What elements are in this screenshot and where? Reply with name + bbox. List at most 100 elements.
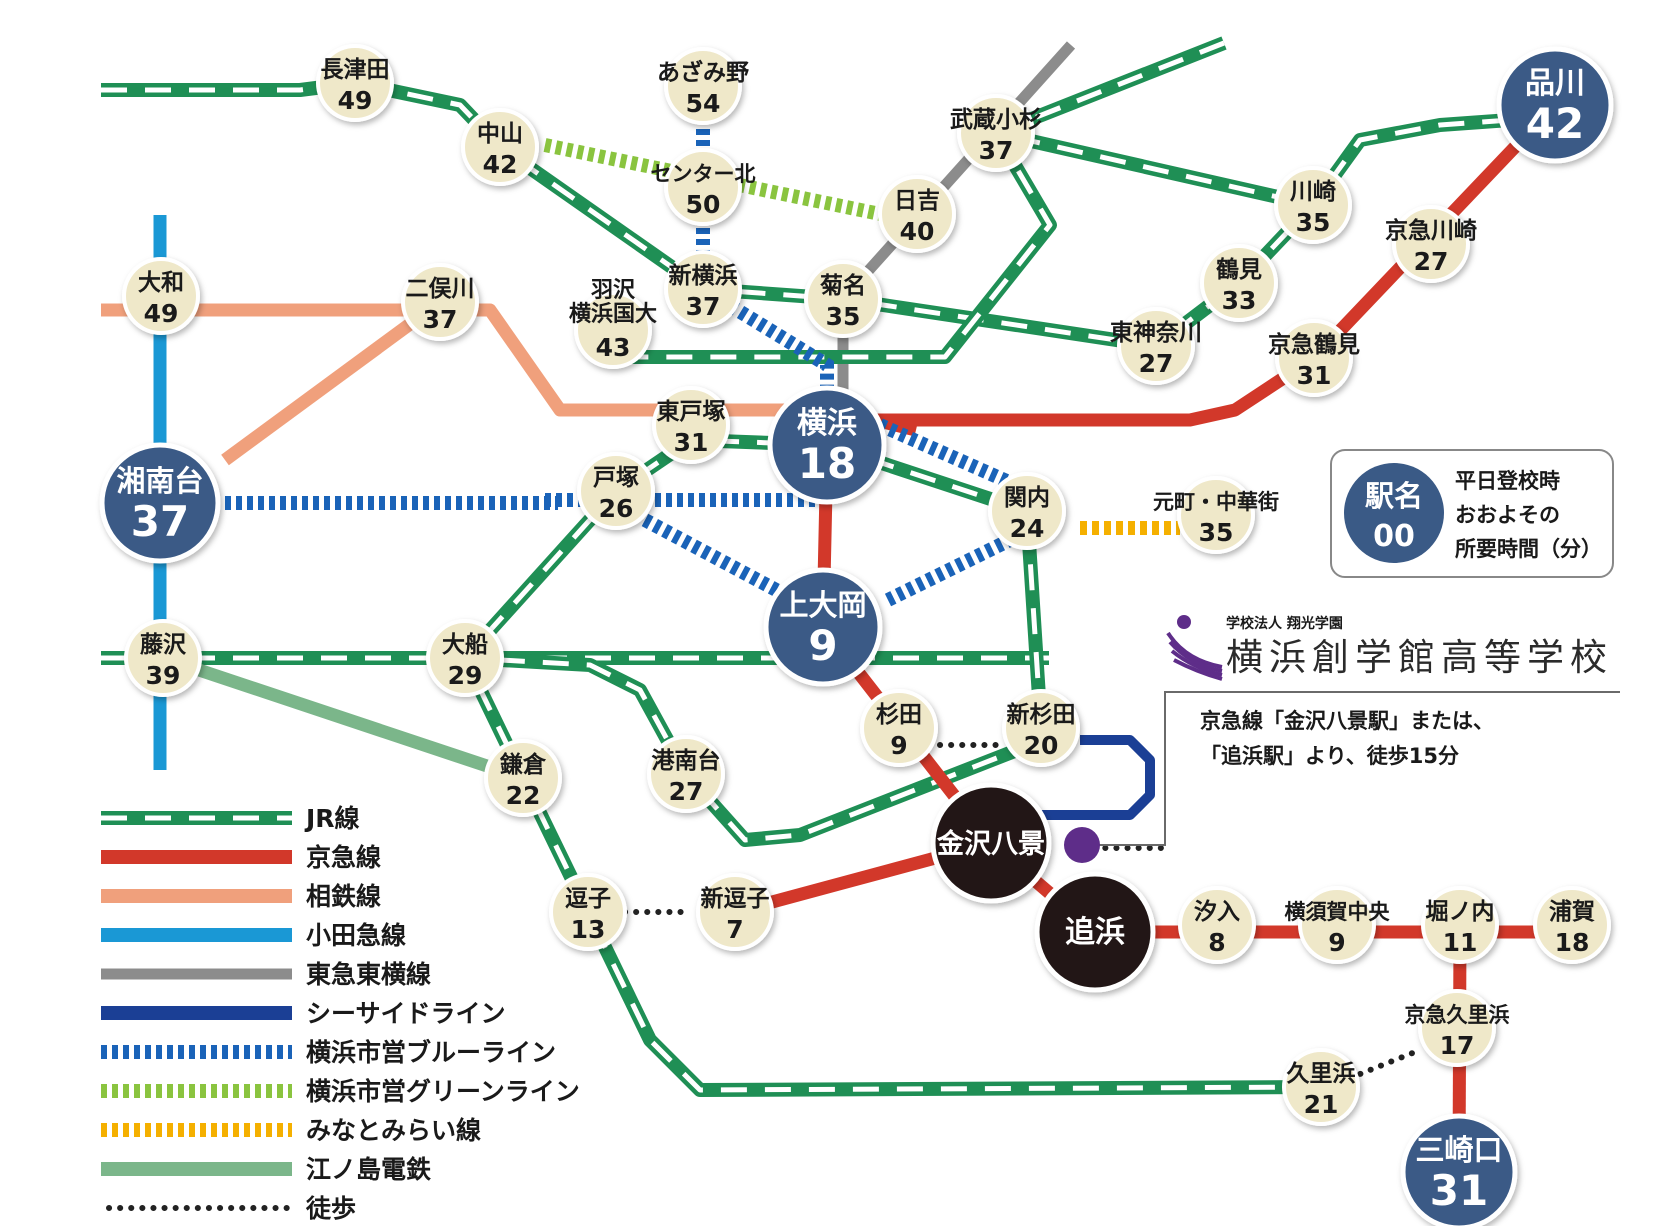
school-pointer-line	[1082, 691, 1620, 846]
station-name: 鶴見	[1216, 256, 1262, 283]
enoden-line	[160, 651, 526, 785]
station-marker	[664, 148, 742, 226]
legend: JR線京急線相鉄線小田急線東急東横線シーサイドライン横浜市営ブルーライン横浜市営…	[101, 804, 580, 1223]
hub-marker	[1496, 46, 1614, 164]
station-minutes: 31	[1297, 361, 1332, 390]
key-sample-marker	[1344, 463, 1444, 563]
station-kurihama[interactable]: 久里浜 21	[1282, 1048, 1360, 1126]
station-marker	[878, 175, 956, 253]
jr-nambu	[989, 36, 1315, 212]
station-name: 京急久里浜	[1405, 1003, 1510, 1027]
station-marker	[426, 619, 504, 697]
legend-label: 東急東横線	[306, 960, 431, 989]
station-marker	[1274, 166, 1352, 244]
seaside-line	[1040, 735, 1155, 820]
station-minutes: 37	[423, 305, 458, 334]
station-shioiri[interactable]: 汐入8	[1178, 886, 1256, 964]
station-marker	[549, 873, 627, 951]
station-sugita[interactable]: 杉田9	[860, 689, 938, 767]
station-name: 武蔵小杉	[950, 106, 1042, 133]
station-marker	[860, 689, 938, 767]
key-description: 所要時間（分）	[1455, 537, 1602, 561]
station-marker	[1298, 886, 1376, 964]
station-minutes: 20	[1024, 731, 1059, 760]
green-line	[543, 138, 882, 221]
hub-name: 品川	[1525, 66, 1585, 101]
station-minutes: 24	[1010, 514, 1045, 543]
key-sample-name: 駅名	[1365, 479, 1423, 513]
station-minutes: 37	[686, 292, 721, 321]
destination-kanazawahakkei[interactable]: 金沢八景	[930, 782, 1052, 904]
legend-label: シーサイドライン	[306, 999, 506, 1028]
destination-oppama[interactable]: 追浜	[1034, 871, 1156, 993]
station-marker	[1533, 886, 1611, 964]
legend-label: JR線	[304, 804, 360, 833]
station-minutes: 27	[1139, 349, 1174, 378]
station-minutes: 9	[890, 731, 907, 760]
station-name: 港南台	[652, 747, 721, 774]
destination-marker	[930, 782, 1052, 904]
hub-name: 上大岡	[779, 588, 866, 622]
station-marker	[1418, 989, 1496, 1067]
key-description: 平日登校時	[1455, 469, 1560, 493]
station-minutes: 43	[596, 333, 631, 362]
walk-kurihama	[1347, 1047, 1423, 1081]
station-marker	[122, 257, 200, 335]
station-minutes: 54	[686, 89, 721, 118]
station-name: 京急川崎	[1385, 217, 1477, 244]
key-sample-minutes: 00	[1373, 519, 1415, 554]
station-name: 長津田	[321, 56, 390, 83]
station-minutes: 35	[826, 302, 861, 331]
station-minutes: 27	[669, 777, 704, 806]
legend-label: 江ノ島電鉄	[306, 1155, 431, 1184]
jr-shonan-shinjuku	[613, 129, 1057, 364]
hub-name: 三崎口	[1415, 1133, 1502, 1167]
station-minutes: 21	[1304, 1090, 1339, 1119]
station-konandai[interactable]: 港南台 27	[647, 735, 725, 813]
legend-item-odakyu: 小田急線	[101, 921, 406, 950]
station-name: 久里浜	[1287, 1060, 1356, 1087]
legend-label: 京急線	[306, 843, 381, 872]
station-minutes: 18	[1555, 928, 1590, 957]
sotetsu-izumino	[221, 296, 444, 466]
station-name: 東戸塚	[657, 399, 726, 425]
station-marker	[664, 250, 742, 328]
